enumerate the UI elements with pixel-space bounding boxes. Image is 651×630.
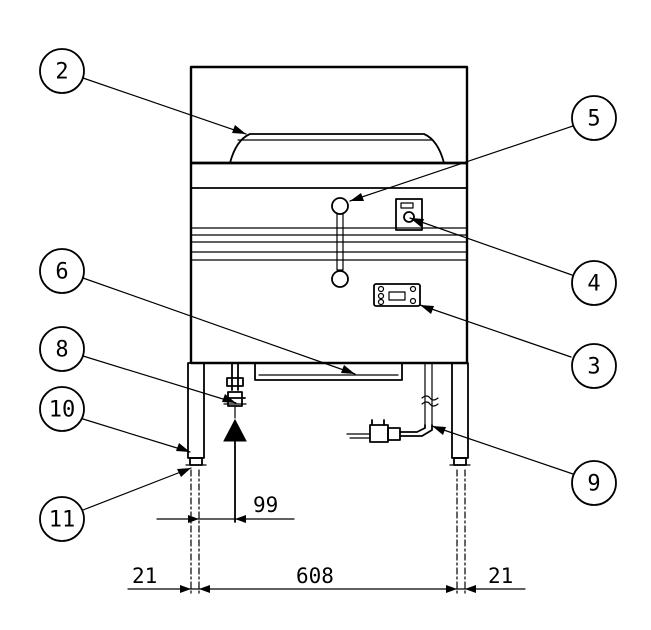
left-adjuster-foot: [189, 457, 203, 466]
callout-3: 3: [571, 343, 617, 389]
leader-lines: [82, 77, 574, 511]
dim-21-right-label: 21: [488, 564, 513, 588]
front-cabinet: [189, 161, 469, 365]
callout-4-label: 4: [587, 272, 600, 297]
callout-6: 6: [39, 248, 85, 294]
power-switch-plate: [395, 198, 423, 231]
callout-10-label: 10: [49, 398, 76, 423]
callout-bubbles: 2 5 6 4 8 3 10 9: [39, 48, 617, 542]
control-display: [388, 291, 406, 301]
break-mark-icon: [421, 401, 439, 407]
leader-8-arrowhead: [222, 394, 236, 403]
control-button: [409, 297, 417, 305]
dim-99-label: 99: [253, 493, 278, 517]
leader-4: [409, 217, 573, 276]
callout-8-label: 8: [55, 338, 68, 363]
leader-6-arrowhead: [341, 365, 355, 374]
power-cord: [399, 424, 433, 437]
callout-10: 10: [39, 386, 85, 432]
callout-11-label: 11: [49, 508, 76, 533]
callout-5: 5: [571, 95, 617, 141]
top-lid: [229, 133, 445, 164]
leader-2: [82, 77, 247, 135]
leader-3-arrowhead: [420, 305, 434, 314]
handle-knob-top: [331, 197, 349, 215]
handle-bar: [336, 213, 344, 271]
leader-8: [82, 355, 237, 404]
leader-9: [431, 425, 574, 475]
control-button: [377, 298, 385, 306]
right-adjuster-foot: [453, 457, 467, 466]
drain-arrow-icon: [223, 418, 247, 442]
callout-11: 11: [39, 496, 85, 542]
left-leg: [187, 362, 205, 459]
dim-99-arrowhead: [188, 515, 199, 523]
power-cord: [399, 424, 426, 433]
drain-valve-handle: [226, 377, 244, 387]
leader-11: [82, 467, 192, 511]
callout-5-label: 5: [587, 107, 600, 132]
callout-8: 8: [39, 326, 85, 372]
callout-3-label: 3: [587, 355, 600, 380]
dim-21-left-label: 21: [132, 564, 157, 588]
cord-plug-boot: [387, 427, 401, 441]
handle-knob-bottom: [331, 270, 349, 288]
leader-6: [82, 277, 356, 375]
leader-9-arrowhead: [432, 426, 446, 435]
power-switch-knob: [403, 211, 415, 223]
dimension-lines: 99 21 608 21: [127, 469, 526, 596]
right-leg: [451, 362, 469, 459]
callout-9-label: 9: [587, 472, 600, 497]
leader-3: [419, 304, 572, 358]
control-button: [377, 285, 385, 293]
leader-11-arrowhead: [177, 468, 191, 477]
leader-2-arrowhead: [232, 125, 246, 134]
dim-99-arrowhead: [235, 515, 246, 523]
drip-tray: [254, 362, 403, 381]
power-switch-indicator: [400, 202, 414, 209]
dim-608-label: 608: [296, 564, 334, 588]
dim-608-right-arrowhead: [446, 585, 457, 593]
callout-2-label: 2: [55, 60, 68, 85]
leader-10-arrowhead: [176, 443, 190, 452]
control-button: [377, 292, 385, 300]
callout-4: 4: [571, 260, 617, 306]
callout-6-label: 6: [55, 260, 68, 285]
break-mark-icon: [421, 395, 439, 401]
leader-5: [349, 125, 574, 202]
control-panel: [373, 283, 421, 307]
dim-21-left-arrowhead: [180, 585, 191, 593]
hood-panel: [189, 65, 469, 165]
leader-4-arrowhead: [410, 218, 424, 227]
control-button: [409, 285, 417, 293]
callout-9: 9: [571, 460, 617, 506]
machine-body: [185, 65, 471, 523]
power-plug: [369, 424, 389, 443]
dim-21-right-arrowhead: [465, 585, 476, 593]
leader-10: [82, 418, 191, 453]
leader-5-arrowhead: [350, 193, 364, 201]
callout-2: 2: [39, 48, 85, 94]
dim-608-left-arrowhead: [199, 585, 210, 593]
